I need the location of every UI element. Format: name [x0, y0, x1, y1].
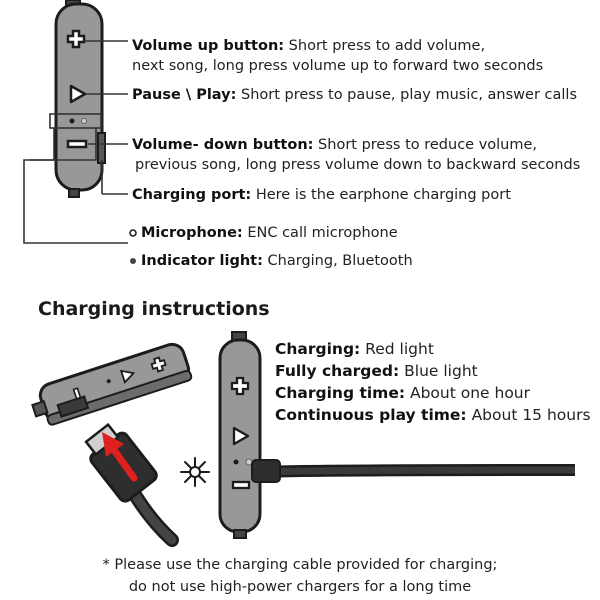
microphone-dot-icon — [69, 118, 75, 124]
light-burst-icon — [180, 457, 210, 487]
volume-down-desc-1: Short press to reduce volume, — [313, 137, 538, 153]
microphone-label: Microphone: — [141, 225, 243, 241]
remote-control-top — [54, 0, 106, 198]
volume-down-description-2: previous song, long press volume down to… — [135, 157, 581, 173]
charging-port-desc: Here is the earphone charging port — [251, 187, 511, 203]
volume-up-desc-1: Short press to add volume, — [284, 38, 486, 54]
charging-port-description: Charging port: Here is the earphone char… — [132, 186, 511, 205]
charging-instructions-heading: Charging instructions — [38, 298, 270, 320]
spec-play-time: Continuous play time: About 15 hours — [275, 405, 591, 425]
charging-port-label: Charging port: — [132, 187, 252, 203]
spec-fully-charged-label: Fully charged: — [275, 362, 400, 380]
remote-control-tilted — [31, 342, 193, 426]
indicator-light-description: Indicator light: Charging, Bluetooth — [141, 252, 413, 271]
spec-charging-label: Charging: — [275, 340, 361, 358]
insert-arrow-icon — [102, 432, 138, 482]
spec-charging: Charging: Red light — [275, 339, 434, 359]
play-icon — [69, 84, 87, 104]
play-pause-desc: Short press to pause, play music, answer… — [236, 87, 577, 103]
volume-up-label: Volume up button: — [132, 38, 285, 54]
remote-control-charging — [218, 331, 262, 539]
spec-charging-time-value: About one hour — [405, 384, 531, 402]
leader-lines-top — [23, 40, 128, 244]
usb-cable-left — [84, 422, 179, 547]
volume-up-description: Volume up button: Short press to add vol… — [132, 37, 485, 56]
spec-fully-charged-value: Blue light — [399, 362, 478, 380]
microphone-description: Microphone: ENC call microphone — [141, 224, 398, 243]
indicator-light-icon — [81, 118, 87, 124]
volume-up-description-2: next song, long press volume up to forwa… — [132, 58, 544, 74]
indicator-light-label: Indicator light: — [141, 253, 263, 269]
spec-play-time-label: Continuous play time: — [275, 406, 467, 424]
usb-cable-right — [251, 459, 576, 483]
spec-charging-value: Red light — [360, 340, 434, 358]
microphone-bullet-icon — [129, 229, 137, 237]
microphone-desc: ENC call microphone — [242, 225, 398, 241]
spec-play-time-value: About 15 hours — [466, 406, 591, 424]
indicator-light-desc: Charging, Bluetooth — [262, 253, 413, 269]
volume-down-description: Volume- down button: Short press to redu… — [132, 136, 537, 155]
volume-down-label: Volume- down button: — [132, 137, 314, 153]
play-pause-label: Pause \ Play: — [132, 87, 237, 103]
spec-charging-time-label: Charging time: — [275, 384, 406, 402]
charging-note-line-2: do not use high-power chargers for a lon… — [128, 579, 472, 595]
minus-icon — [66, 139, 88, 149]
spec-charging-time: Charging time: About one hour — [275, 383, 530, 403]
charging-port-flap — [97, 132, 106, 164]
plus-icon — [66, 29, 86, 49]
indicator-bullet-icon — [130, 258, 136, 264]
charging-note-line-1: * Please use the charging cable provided… — [102, 557, 498, 573]
spec-fully-charged: Fully charged: Blue light — [275, 361, 478, 381]
play-pause-description: Pause \ Play: Short press to pause, play… — [132, 86, 577, 105]
